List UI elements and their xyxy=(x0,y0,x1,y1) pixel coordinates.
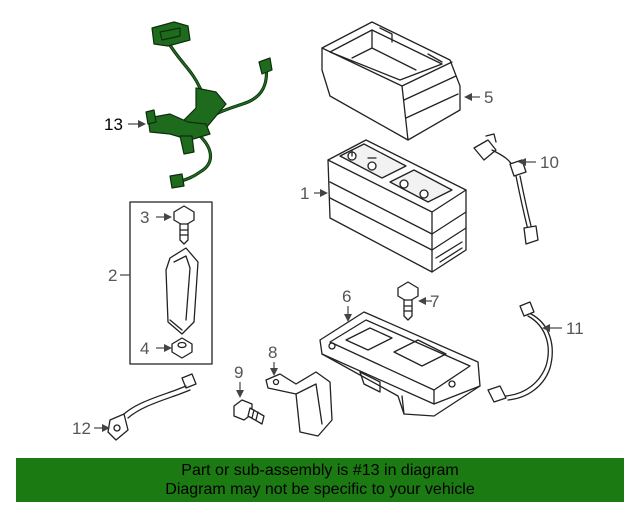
part-1-battery[interactable] xyxy=(327,139,467,273)
part-6-battery-tray[interactable] xyxy=(319,311,481,417)
callout-9: 9 xyxy=(234,363,243,382)
callout-5: 5 xyxy=(484,88,493,107)
banner-line-2: Diagram may not be specific to your vehi… xyxy=(165,481,475,498)
part-10-cable[interactable] xyxy=(473,133,539,245)
callout-arrows xyxy=(94,93,562,432)
callout-4: 4 xyxy=(140,339,149,358)
callout-7: 7 xyxy=(430,292,439,311)
part-7-bolt[interactable] xyxy=(397,281,419,321)
callout-12: 12 xyxy=(72,419,91,438)
callout-1: 1 xyxy=(300,184,309,203)
part-13-wiring-harness[interactable] xyxy=(145,21,273,189)
part-9-bolt[interactable] xyxy=(233,399,265,425)
callout-13: 13 xyxy=(104,115,123,134)
part-11-cable[interactable] xyxy=(487,301,553,403)
callout-8: 8 xyxy=(268,343,277,362)
part-8-bracket[interactable] xyxy=(265,371,333,437)
callout-11: 11 xyxy=(566,319,584,338)
part-3-bolt[interactable] xyxy=(173,205,195,245)
callout-labels: 13 5 1 10 3 2 4 6 7 8 9 11 12 xyxy=(72,88,584,438)
banner-line-1: Part or sub-assembly is #13 in diagram xyxy=(181,462,459,479)
callout-6: 6 xyxy=(342,287,351,306)
part-12-cable[interactable] xyxy=(107,373,197,441)
part-2-hold-down-group[interactable] xyxy=(129,201,213,365)
highlight-notice-banner: Part or sub-assembly is #13 in diagram D… xyxy=(16,458,624,502)
callout-2: 2 xyxy=(108,266,117,285)
callout-3: 3 xyxy=(140,208,149,227)
part-4-nut[interactable] xyxy=(171,337,193,359)
callout-10: 10 xyxy=(540,153,559,172)
parts-diagram: 13 5 1 10 3 2 4 6 7 8 9 11 12 xyxy=(72,21,584,441)
part-5-battery-box[interactable] xyxy=(321,21,461,141)
